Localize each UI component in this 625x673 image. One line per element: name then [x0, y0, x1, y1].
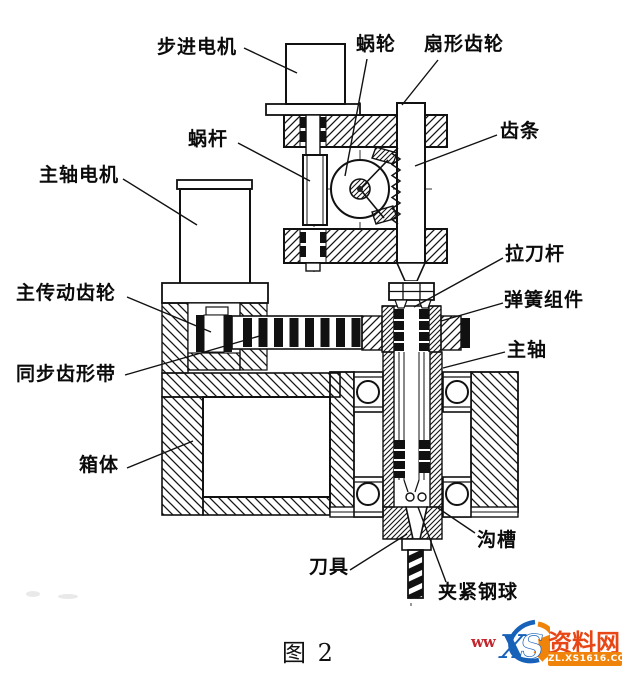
spindle-housing-drawing	[329, 371, 519, 518]
label-stepper-motor: 步进电机	[157, 36, 238, 58]
label-groove: 沟槽	[477, 529, 518, 551]
watermark-www-prefix: ww	[471, 633, 496, 651]
label-worm-wheel: 蜗轮	[356, 33, 397, 55]
spindle-motor-drawing	[176, 179, 253, 307]
label-spindle: 主轴	[507, 339, 548, 361]
label-worm: 蜗杆	[188, 128, 229, 150]
label-spindle-motor: 主轴电机	[39, 164, 120, 186]
label-sector-gear: 扇形齿轮	[424, 33, 505, 55]
sector-gear-drawing	[371, 146, 402, 225]
sync-belt-drawing	[231, 315, 363, 350]
rack-drawing	[395, 102, 427, 282]
tool-taper-drawing	[382, 506, 443, 551]
print-smudge	[58, 594, 78, 599]
spring-assembly-lower	[394, 440, 430, 478]
print-smudge	[26, 591, 40, 597]
main-drive-gear-drawing	[196, 306, 232, 353]
label-rack: 齿条	[500, 120, 541, 142]
watermark: ww X S 资料网 ZL.XS1616.COM	[468, 615, 625, 671]
xs-logo-icon: X S	[498, 619, 550, 666]
svg-text:X: X	[498, 627, 527, 666]
label-clamp-ball: 夹紧钢球	[438, 581, 519, 603]
worm-drawing	[302, 154, 328, 226]
svg-text:S: S	[520, 627, 544, 666]
label-housing: 箱体	[79, 454, 120, 476]
clamp-ball-right	[417, 492, 427, 502]
label-spring-assembly: 弹簧组件	[504, 289, 585, 311]
spindle-drawing	[382, 351, 443, 508]
label-sync-belt: 同步齿形带	[16, 363, 117, 385]
clamp-ball-left	[405, 492, 415, 502]
label-tool: 刀具	[309, 556, 350, 578]
figure-caption: 图 2	[282, 639, 335, 667]
stepper-motor-drawing	[265, 43, 361, 156]
bearings-drawing	[353, 371, 472, 518]
watermark-site-url: ZL.XS1616.COM	[548, 652, 625, 666]
label-main-drive-gear: 主传动齿轮	[16, 282, 117, 304]
spring-assembly-upper	[394, 309, 429, 351]
leader-lines	[122, 47, 506, 583]
drill-bit-drawing	[407, 549, 424, 599]
label-draw-bar: 拉刀杆	[505, 243, 566, 265]
